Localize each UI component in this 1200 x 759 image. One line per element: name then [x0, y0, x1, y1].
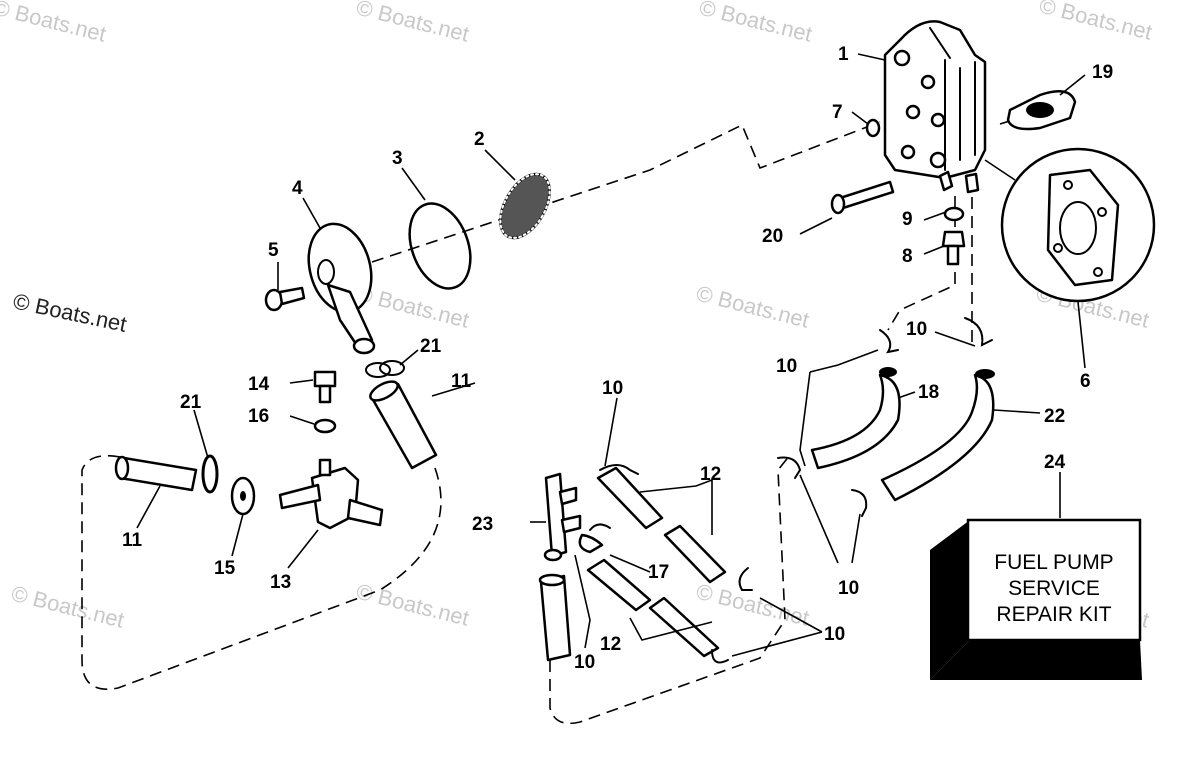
fuel-pump-body [883, 20, 987, 194]
callout-14: 14 [248, 374, 270, 395]
filter-cover [307, 222, 376, 355]
leader-lines [136, 53, 1086, 657]
watermark: © Boats.net [9, 581, 127, 633]
callout-3: 3 [392, 148, 403, 169]
kit-label-line1: FUEL PUMP [994, 551, 1113, 574]
callout-6: 6 [1080, 371, 1091, 392]
clamp-left [201, 454, 219, 494]
callout-2: 2 [474, 129, 485, 150]
hose-pair-upper [596, 466, 727, 584]
washer-large [230, 476, 256, 516]
clamp-upper [365, 360, 405, 378]
callout-10: 10 [838, 578, 859, 599]
watermark-dark: © Boats.net [11, 288, 129, 336]
gasket-detail-callout [984, 147, 1156, 303]
o-ring-small [865, 118, 881, 138]
hose-18 [810, 367, 901, 470]
callout-10: 10 [602, 378, 623, 399]
hose-upper [369, 380, 438, 470]
hose-fitting [941, 230, 966, 266]
kit-label-line2: SERVICE [1008, 577, 1100, 600]
filter-screen [499, 172, 551, 240]
callout-20: 20 [762, 226, 783, 247]
screw-long [830, 180, 895, 215]
callout-9: 9 [902, 209, 913, 230]
callout-12: 12 [600, 634, 621, 655]
callout-21: 21 [180, 392, 202, 413]
hose-22 [880, 369, 995, 502]
callout-10: 10 [824, 624, 845, 645]
callout-18: 18 [918, 382, 939, 403]
callout-4: 4 [292, 178, 303, 199]
watermark: © Boats.net [354, 579, 472, 631]
washer-small [313, 418, 337, 434]
screw-short [264, 286, 306, 312]
watermark: © Boats.net [354, 0, 472, 47]
clamp-set [589, 317, 993, 664]
fuel-fitting [278, 458, 384, 530]
hose-pair-lower [586, 558, 720, 658]
callout-13: 13 [270, 572, 291, 593]
callout-15: 15 [214, 558, 236, 579]
callout-22: 22 [1044, 406, 1065, 427]
watermark: © Boats.net [0, 0, 109, 47]
kit-label-line3: REPAIR KIT [996, 603, 1111, 626]
callout-24: 24 [1044, 452, 1066, 473]
clamp-middle [578, 533, 604, 554]
callout-labels: 1 19 7 2 3 4 20 9 8 5 21 10 6 14 11 10 1… [122, 44, 1113, 673]
callout-7: 7 [832, 102, 843, 123]
callout-10: 10 [776, 356, 797, 377]
callout-10: 10 [574, 652, 595, 673]
hose-left [114, 455, 198, 492]
callout-16: 16 [248, 406, 269, 427]
callout-5: 5 [268, 240, 279, 261]
repair-kit-box: FUEL PUMP SERVICE REPAIR KIT [930, 518, 1142, 680]
t-connector [543, 472, 582, 562]
callout-11: 11 [122, 530, 143, 551]
watermark: © Boats.net [694, 281, 812, 333]
o-ring-large [408, 202, 472, 290]
hose-lower [538, 573, 572, 662]
screw-bleed [313, 370, 337, 404]
callout-1: 1 [838, 44, 849, 65]
callout-8: 8 [902, 246, 913, 267]
callout-19: 19 [1092, 62, 1113, 83]
o-ring-fitting [943, 206, 965, 222]
callout-21: 21 [420, 336, 442, 357]
gasket-small [1006, 90, 1077, 131]
callout-10: 10 [906, 319, 927, 340]
watermark: © Boats.net [1037, 0, 1155, 45]
callout-17: 17 [648, 562, 669, 583]
callout-12: 12 [700, 464, 721, 485]
watermark: © Boats.net [697, 0, 815, 47]
callout-23: 23 [472, 514, 493, 535]
callout-11: 11 [451, 371, 472, 392]
